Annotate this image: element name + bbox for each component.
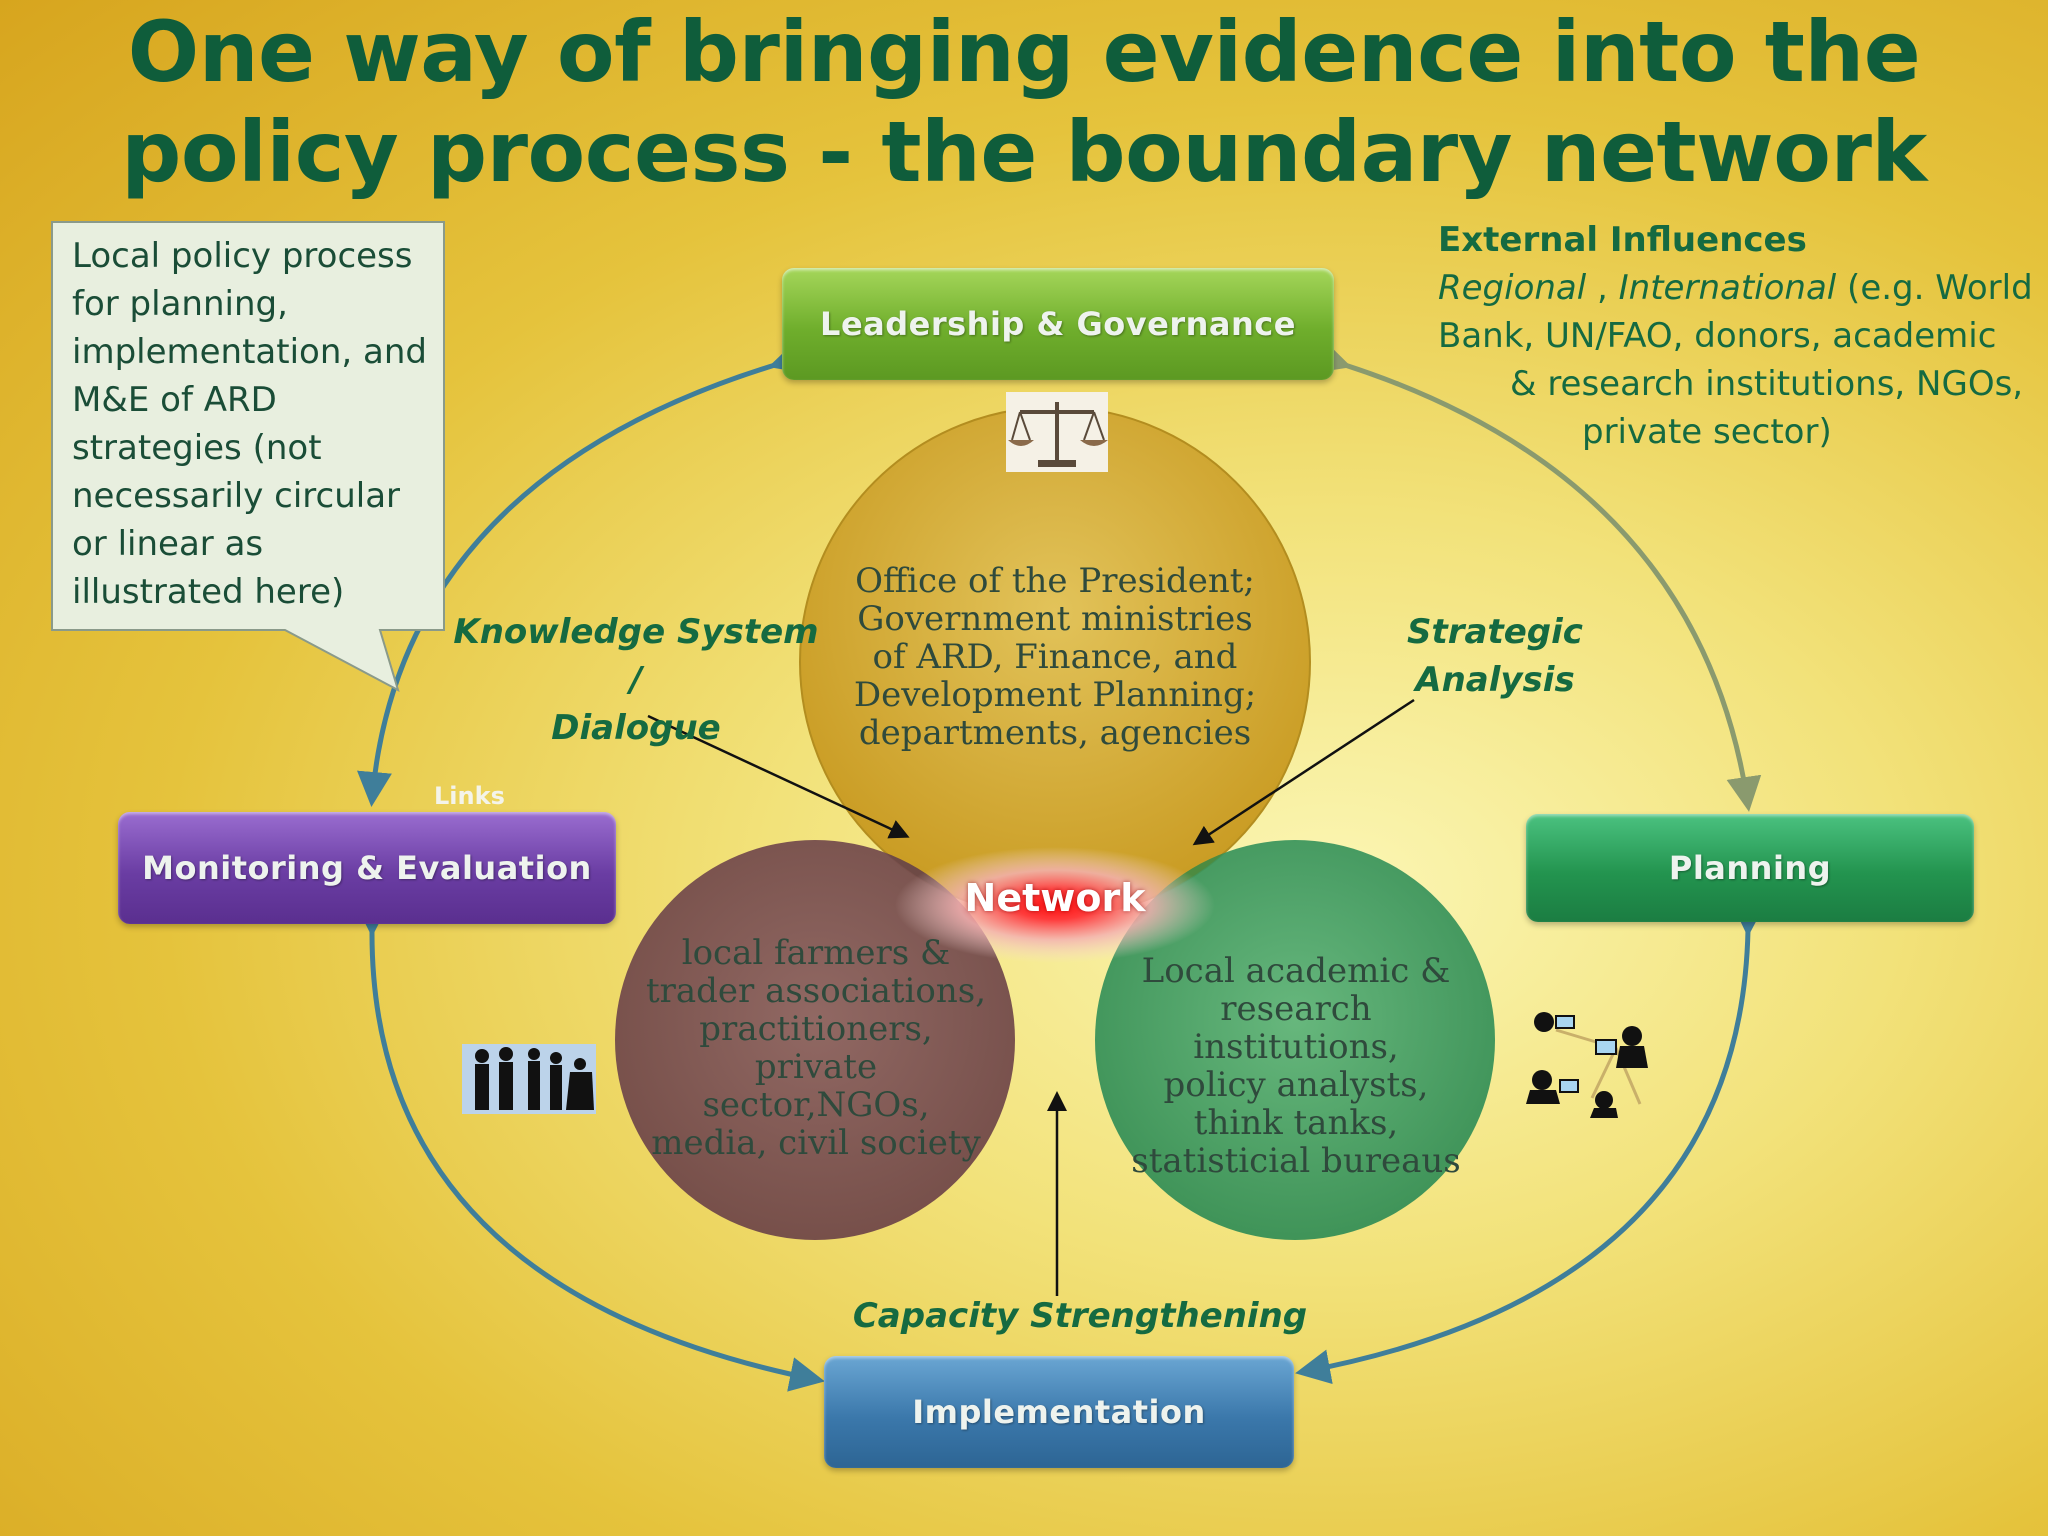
networked-computers-icon bbox=[1526, 1012, 1648, 1118]
scales-of-justice-icon bbox=[1006, 392, 1108, 472]
circle-top-line: Government ministries bbox=[857, 599, 1253, 639]
circle-right-line: Local academic & bbox=[1141, 951, 1451, 991]
external-line-2: Bank, UN/FAO, donors, academic bbox=[1438, 316, 1997, 356]
stage-planning: Planning bbox=[1526, 814, 1974, 922]
network-label: Network bbox=[964, 876, 1146, 920]
arc-leadership-to-me bbox=[357, 340, 807, 807]
strategic-line-2: Analysis bbox=[1415, 660, 1575, 700]
circle-right-line: research institutions, bbox=[1193, 989, 1399, 1067]
strategic-line-1: Strategic bbox=[1407, 612, 1583, 652]
external-line-3: & research institutions, NGOs, bbox=[1510, 364, 2024, 404]
callout-box bbox=[51, 221, 445, 693]
knowledge-arrow bbox=[647, 714, 910, 839]
circle-right-line: policy analysts, bbox=[1163, 1065, 1429, 1105]
callout-text: Local policy process for planning, imple… bbox=[72, 236, 427, 612]
arc-me-to-implementation bbox=[354, 901, 825, 1392]
stage-monitoring-evaluation: Monitoring & Evaluation bbox=[118, 812, 616, 924]
circle-civil-society bbox=[615, 840, 1015, 1240]
arc-leadership-to-planning bbox=[1312, 339, 1762, 812]
page-title: One way of bringing evidence into the po… bbox=[0, 2, 2048, 202]
circle-right-line: statisticial bureaus bbox=[1131, 1141, 1461, 1181]
arc-planning-to-implementation bbox=[1295, 901, 1767, 1385]
people-silhouettes-icon bbox=[462, 1044, 596, 1114]
external-sep: , bbox=[1586, 268, 1619, 308]
external-influences: External Influences Regional , Internati… bbox=[1438, 216, 2033, 456]
external-international: International bbox=[1618, 268, 1837, 308]
external-line-1-rest: (e.g. World bbox=[1836, 268, 2033, 308]
knowledge-line-1: Knowledge System / bbox=[453, 612, 819, 700]
capacity-strengthening-label: Capacity Strengthening bbox=[852, 1296, 1308, 1336]
stage-implementation: Implementation bbox=[824, 1356, 1294, 1468]
circle-top-line: Development Planning; bbox=[853, 675, 1257, 715]
circle-government-text: Office of the President;Government minis… bbox=[845, 562, 1265, 752]
circle-left-line: sector,NGOs, bbox=[702, 1085, 930, 1125]
external-influences-title: External Influences bbox=[1438, 220, 1807, 260]
circle-top-line: departments, agencies bbox=[858, 713, 1252, 753]
links-label: Links bbox=[434, 782, 505, 810]
title-line-2: policy process - the boundary network bbox=[121, 103, 1927, 201]
circle-left-line: practitioners, bbox=[699, 1009, 933, 1049]
knowledge-system-label: Knowledge System / Dialogue bbox=[448, 608, 824, 752]
stage-leadership-governance: Leadership & Governance bbox=[782, 268, 1334, 380]
circle-left-line: trader associations, bbox=[645, 971, 987, 1011]
strategic-analysis-label: Strategic Analysis bbox=[1380, 608, 1610, 704]
circle-left-line: media, civil society bbox=[651, 1123, 981, 1163]
circle-left-line: private bbox=[754, 1047, 878, 1087]
title-line-1: One way of bringing evidence into the bbox=[127, 3, 1921, 101]
circle-top-line: of ARD, Finance, and bbox=[872, 637, 1238, 677]
circle-academic bbox=[1095, 840, 1495, 1240]
external-line-1: Regional , International (e.g. World bbox=[1438, 264, 2033, 312]
circle-right-line: think tanks, bbox=[1193, 1103, 1399, 1143]
knowledge-line-2: Dialogue bbox=[551, 708, 721, 748]
circle-civil-society-text: local farmers &trader associations,pract… bbox=[640, 934, 992, 1162]
circle-top-line: Office of the President; bbox=[855, 561, 1255, 601]
circle-left-line: local farmers & bbox=[681, 933, 951, 973]
network-glow bbox=[895, 847, 1215, 963]
external-regional: Regional bbox=[1438, 268, 1587, 308]
circle-academic-text: Local academic &research institutions,po… bbox=[1120, 952, 1472, 1180]
strategic-arrow bbox=[1192, 698, 1415, 846]
external-line-4: private sector) bbox=[1582, 412, 1832, 452]
